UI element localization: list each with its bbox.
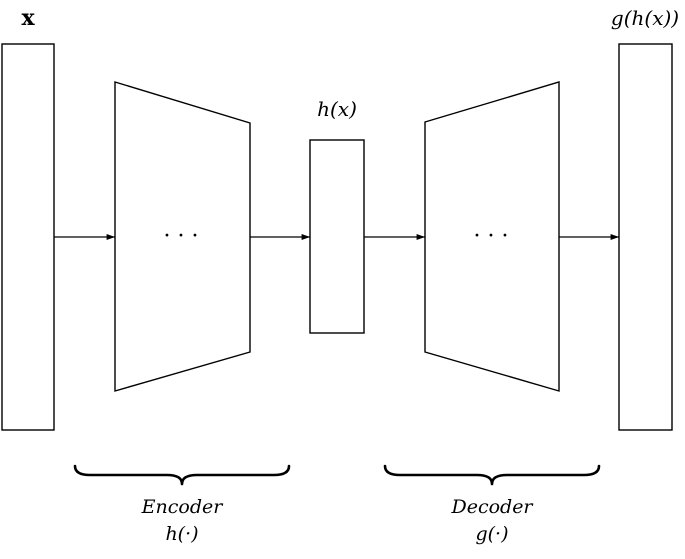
output-layer	[618, 43, 673, 431]
encoder-function: h(·)	[165, 523, 198, 545]
decoder-block	[424, 81, 560, 392]
decoder-function: g(·)	[475, 523, 508, 545]
encoder-ellipsis: · · ·	[164, 224, 199, 249]
encoder-brace	[73, 464, 291, 486]
decoder-brace	[383, 464, 601, 486]
code-label: h(x)	[317, 97, 357, 121]
decoder-name: Decoder	[450, 496, 534, 518]
encoder-block	[114, 81, 251, 392]
code-layer	[309, 139, 365, 334]
encoder-name: Encoder	[141, 496, 225, 518]
input-label: x	[21, 5, 35, 31]
input-layer	[1, 43, 55, 431]
decoder-ellipsis: · · ·	[474, 224, 509, 249]
output-label: g(h(x))	[611, 6, 679, 30]
